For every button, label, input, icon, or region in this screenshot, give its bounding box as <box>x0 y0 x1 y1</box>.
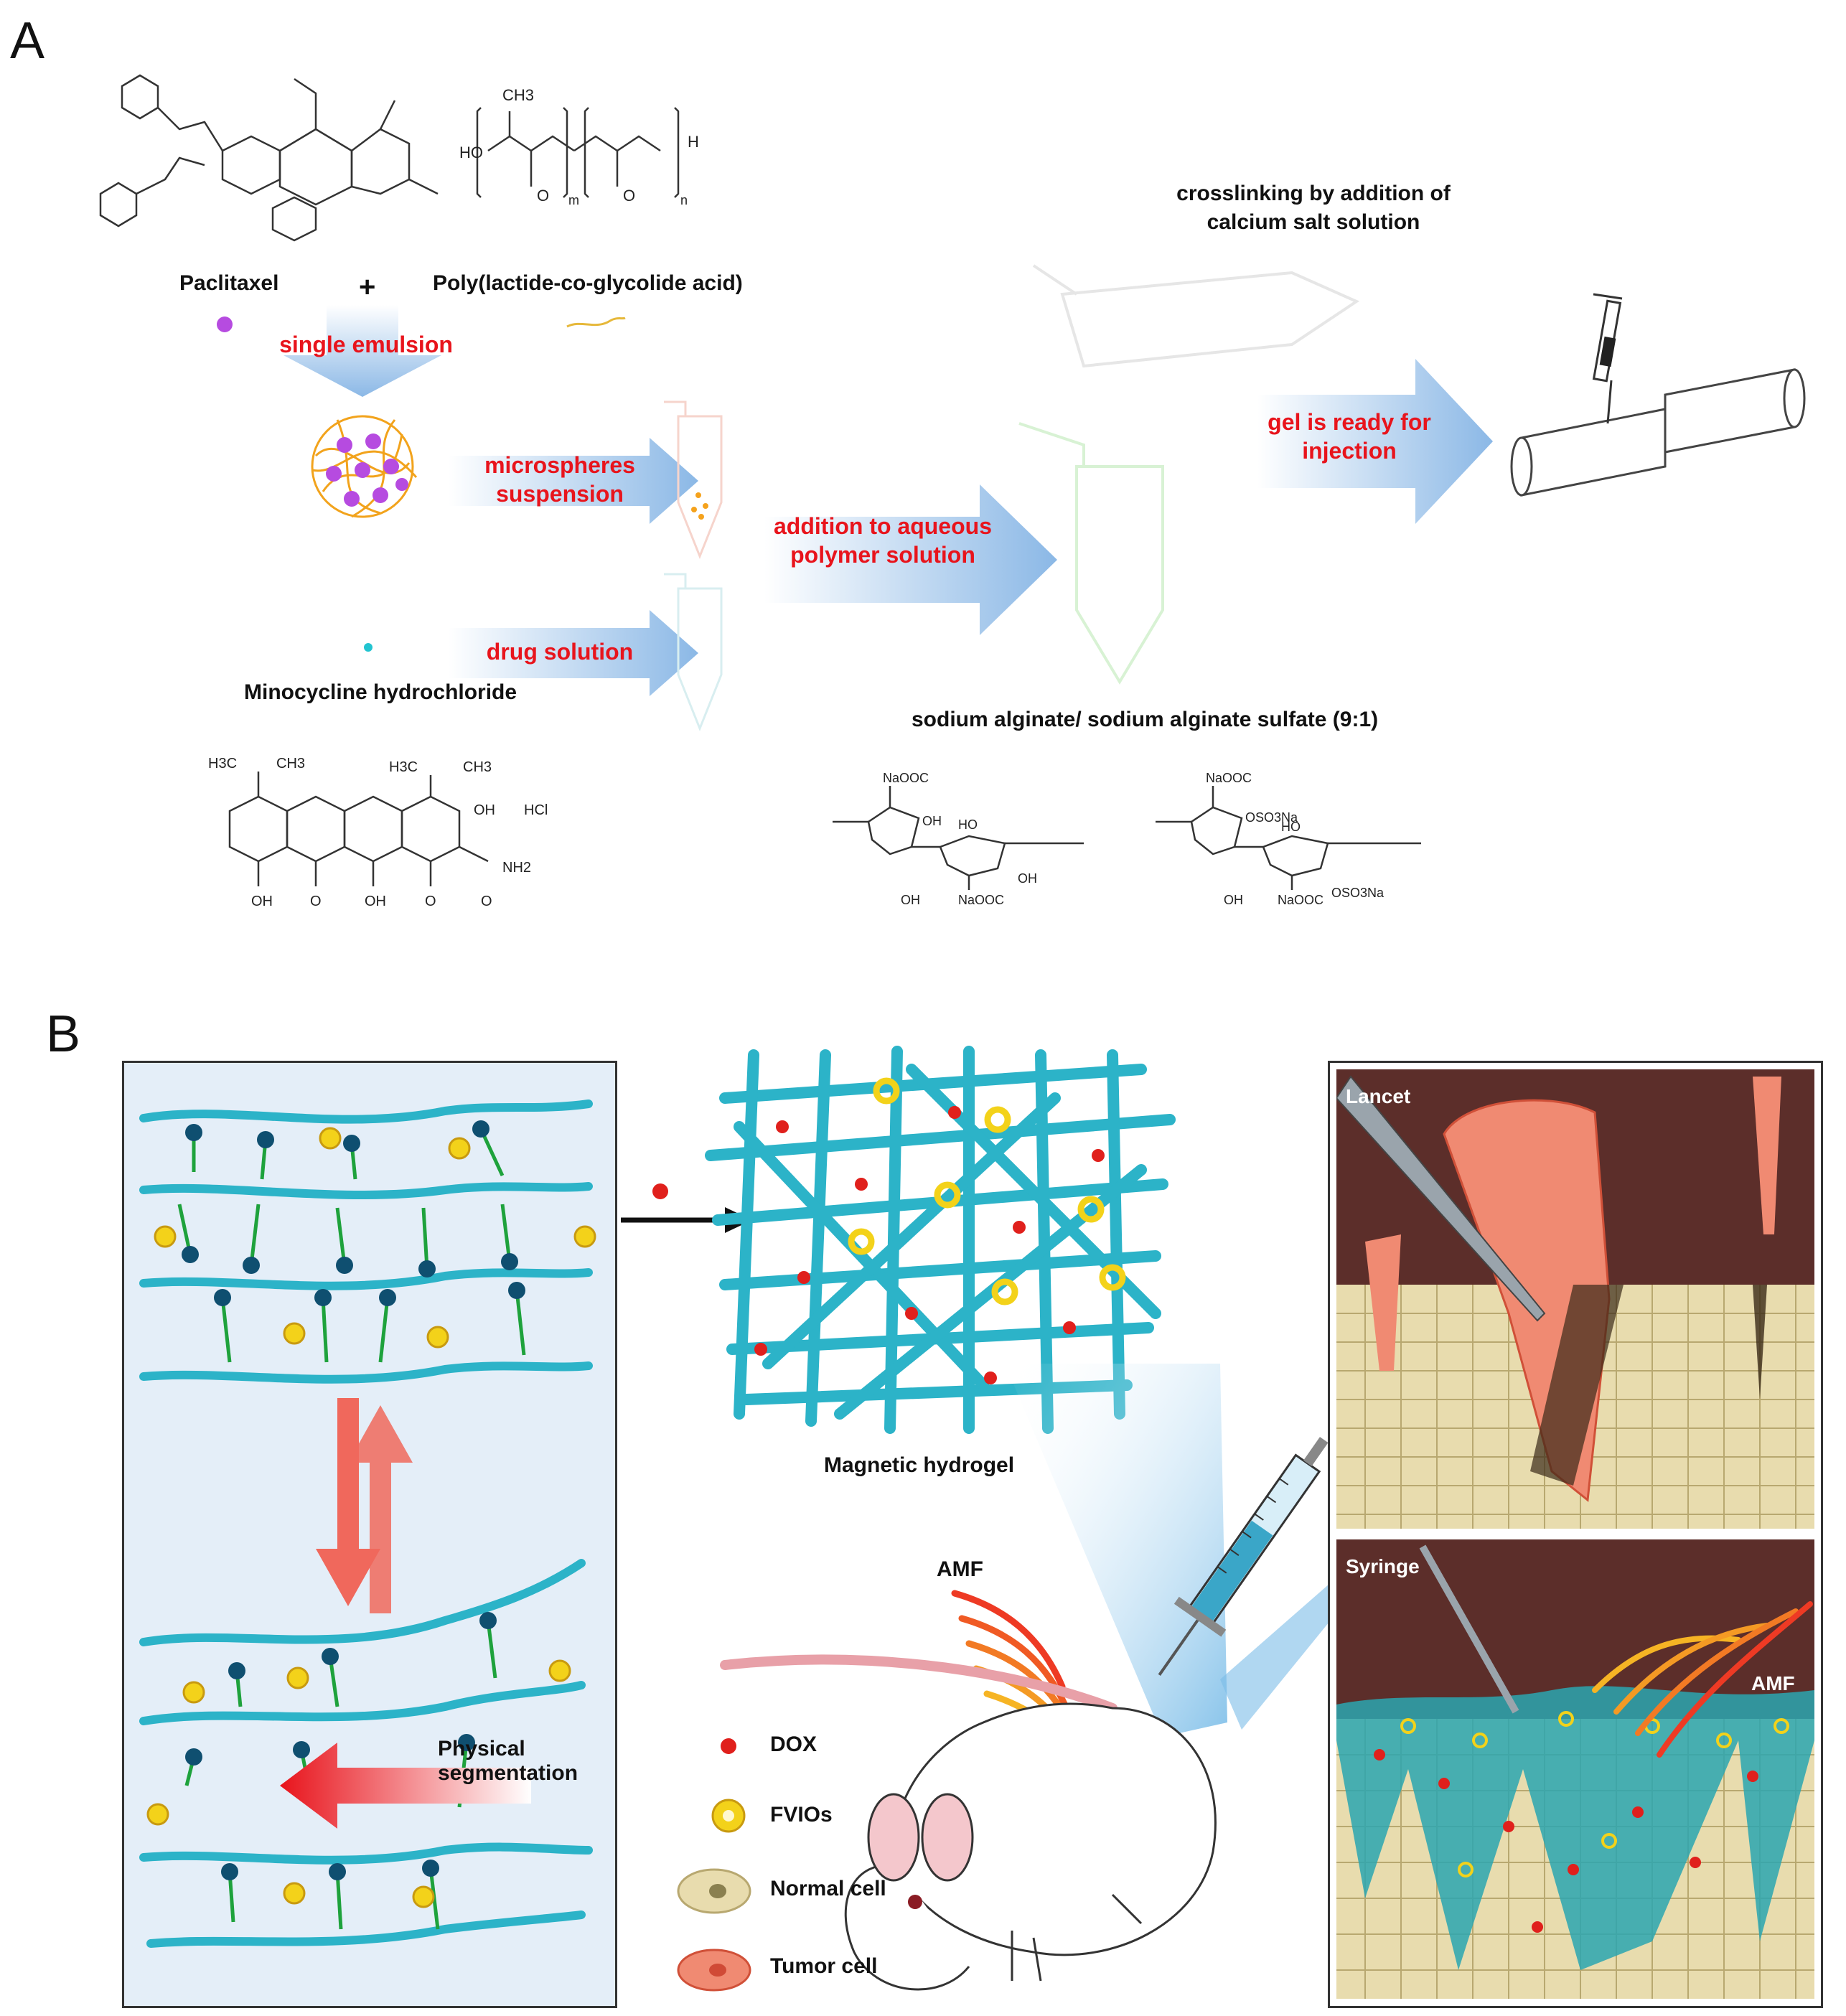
lancet-label: Lancet <box>1346 1085 1411 1107</box>
single-emulsion-arrow <box>284 305 441 397</box>
gel-ready-label: gel is ready for injection <box>1268 409 1431 464</box>
mino-o2-label: O <box>425 894 436 909</box>
plga-ch3-label: CH3 <box>502 86 534 104</box>
magnetic-hydrogel-cube <box>705 1046 1176 1434</box>
amf-right-label: AMF <box>1751 1672 1795 1694</box>
gel-ready-arrow <box>1257 359 1493 524</box>
panel-a-letter: A <box>10 12 45 70</box>
alginate-sulfate-structure: NaOOC OSO3Na HO OH NaOOC OSO3Na <box>1156 771 1421 907</box>
addition-arrow <box>764 484 1057 635</box>
drug-solution-label: drug solution <box>486 639 634 665</box>
mino-h3c2-label: H3C <box>389 759 418 775</box>
physical-segmentation-label: Physical segmentation <box>438 1737 578 1785</box>
mino-oh2-label: OH <box>251 894 273 909</box>
drug-solution-arrow <box>449 610 698 696</box>
algs-oso3na-label: OSO3Na <box>1245 810 1298 825</box>
vessel-injection-icon <box>1510 293 1806 497</box>
plga-m-label: m <box>568 193 579 207</box>
legend-normal-cell-label: Normal cell <box>770 1877 886 1900</box>
legend-normal-cell-icon <box>677 1868 751 1914</box>
amf-label: AMF <box>937 1557 983 1581</box>
plga-ho-label: HO <box>459 144 483 161</box>
panel-b-letter: B <box>46 1005 81 1063</box>
alg-naooc2-label: NaOOC <box>958 893 1004 907</box>
mino-h3c-label: H3C <box>208 756 237 772</box>
plga-label: Poly(lactide-co-glycolide acid) <box>433 271 743 295</box>
minocycline-label: Minocycline hydrochloride <box>244 680 517 704</box>
projection-beam <box>1005 1364 1335 1737</box>
microspheres-suspension-arrow <box>449 438 698 524</box>
minocycline-structure: H3C CH3 H3C CH3 OH HCl NH2 OH O OH O O <box>208 756 548 909</box>
paclitaxel-label: Paclitaxel <box>179 271 279 295</box>
algs-ho-label: HO <box>1281 820 1301 834</box>
syringe-icon <box>1158 1437 1329 1676</box>
lancet-tissue-panel <box>1336 1069 1814 1529</box>
plga-o-label: O <box>537 187 549 205</box>
alg-naooc-label: NaOOC <box>883 771 929 785</box>
single-emulsion-label: single emulsion <box>279 332 453 357</box>
paclitaxel-structure <box>99 74 439 242</box>
mino-ch3-label: CH3 <box>276 756 305 772</box>
legend-fvio-label: FVIOs <box>770 1803 833 1827</box>
alg-oh-label: OH <box>922 814 942 828</box>
microsphere-tube-icon <box>664 400 723 560</box>
mino-oh3-label: OH <box>365 894 386 909</box>
drug-tube-icon <box>664 573 723 732</box>
plga-o2-label: O <box>623 187 635 205</box>
paclitaxel-dot-icon <box>217 317 233 332</box>
calcium-tube-icon <box>1032 264 1360 368</box>
magnetic-hydrogel-label: Magnetic hydrogel <box>824 1453 1015 1477</box>
mino-hcl-label: HCl <box>524 802 548 818</box>
plga-n-label: n <box>680 193 688 207</box>
addition-label: addition to aqueous polymer solution <box>774 513 992 568</box>
mino-o-label: O <box>310 894 322 909</box>
alg-oh3-label: OH <box>1018 871 1037 886</box>
legend-tumor-cell-icon <box>677 1949 751 1992</box>
legend-fvio-icon <box>711 1799 746 1833</box>
legend-dox-icon <box>721 1738 736 1754</box>
algs-naooc-label: NaOOC <box>1206 771 1252 785</box>
mino-nh2-label: NH2 <box>502 860 531 876</box>
mino-o3-label: O <box>481 894 492 909</box>
polymer-chains-diagram <box>139 1100 596 1948</box>
minocycline-dot-icon <box>364 643 373 652</box>
syringe-tissue-panel <box>1336 1539 1814 1999</box>
mino-ch32-label: CH3 <box>463 759 492 775</box>
algs-naooc2-label: NaOOC <box>1278 893 1323 907</box>
algs-oso3na2-label: OSO3Na <box>1331 886 1384 900</box>
plga-structure: CH3 HO O m O n H <box>459 86 699 207</box>
gel-tube-icon <box>1018 422 1164 685</box>
mouse-illustration <box>720 1654 1217 1991</box>
legend-dox-label: DOX <box>770 1733 817 1756</box>
plus-label: + <box>359 271 376 303</box>
plga-h-label: H <box>688 133 699 151</box>
alg-oh2-label: OH <box>901 893 920 907</box>
syringe-label: Syringe <box>1346 1555 1420 1577</box>
alginate-structure: NaOOC OH HO OH NaOOC OH <box>833 771 1084 907</box>
crosslinking-label: crosslinking by addition of calcium salt… <box>1176 182 1451 234</box>
microsphere-icon <box>311 415 418 518</box>
alg-ho-label: HO <box>958 817 978 832</box>
legend-tumor-cell-label: Tumor cell <box>770 1954 878 1978</box>
alginate-label: sodium alginate/ sodium alginate sulfate… <box>912 708 1379 731</box>
algs-oh-label: OH <box>1224 893 1243 907</box>
microspheres-suspension-label: microspheres suspension <box>484 452 635 507</box>
plga-strand-icon <box>566 317 626 328</box>
mino-oh-label: OH <box>474 802 495 818</box>
